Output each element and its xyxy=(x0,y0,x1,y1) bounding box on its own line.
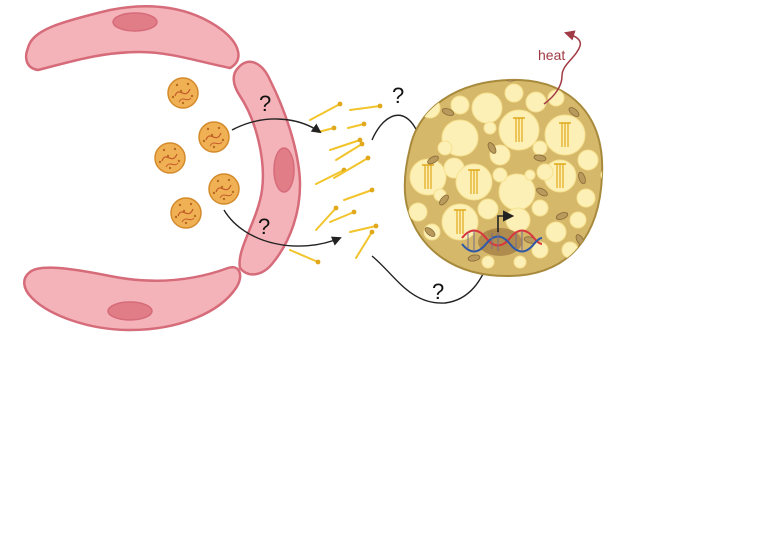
lipid-droplet xyxy=(513,255,527,269)
triglyceride-rich-lipoprotein-icon xyxy=(167,77,199,109)
dna-icon xyxy=(461,229,543,253)
lipid-droplet xyxy=(576,188,596,208)
endothelial-cell-top xyxy=(24,5,240,72)
mitochondrion-icon xyxy=(424,227,436,237)
mitochondria-group xyxy=(424,79,586,262)
lipid-droplet xyxy=(408,202,428,222)
fatty-acid-group xyxy=(289,101,383,265)
fatty-acid-icon xyxy=(335,141,365,161)
question-mark: ? xyxy=(432,279,444,304)
nucleus xyxy=(273,147,295,193)
question-mark: ? xyxy=(392,83,404,108)
mitochondrion-icon xyxy=(441,108,455,116)
mitochondrion-icon xyxy=(439,194,449,206)
mitochondrion-icon xyxy=(505,79,519,82)
transcription-start-arrow xyxy=(497,210,515,232)
fatty-acid-icon xyxy=(329,137,363,151)
triglyceride-rich-lipoprotein-icon xyxy=(170,197,202,229)
triglyceride-rich-lipoprotein-icon xyxy=(208,173,240,205)
heat-label: heat xyxy=(538,47,565,63)
heat-arrow-icon xyxy=(543,30,582,105)
lipid-structure-marking xyxy=(513,117,525,142)
lipid-droplet xyxy=(531,241,549,259)
lipid-droplet xyxy=(471,92,503,124)
lipid-droplet xyxy=(504,83,524,103)
fatty-acid-icon xyxy=(349,223,379,233)
lipid-droplet xyxy=(505,207,531,233)
endothelial-cell-right xyxy=(232,60,302,276)
lipid-droplet xyxy=(531,199,549,217)
lipid-structure-marking xyxy=(468,169,480,194)
lipid-droplet xyxy=(481,255,495,269)
lipid-droplet xyxy=(600,169,603,181)
lipid-droplet xyxy=(577,149,599,171)
lipid-droplet xyxy=(536,163,554,181)
question-mark: ? xyxy=(258,214,270,239)
lipid-droplet xyxy=(492,167,508,183)
lipid-droplet xyxy=(437,140,453,156)
arrow-vesicle-to-fatty-acids-lower xyxy=(223,209,342,247)
mitochondrion-icon xyxy=(578,171,586,185)
mitochondrion-icon xyxy=(467,254,481,262)
lipid-droplet xyxy=(450,95,470,115)
mitochondrion-icon xyxy=(568,107,580,117)
nucleus xyxy=(112,12,158,32)
lipid-structure-marking xyxy=(554,163,566,188)
lipid-droplet xyxy=(524,169,536,181)
endothelial-cell-bottom xyxy=(23,265,242,332)
arrow-fatty-acids-to-nucleus xyxy=(371,255,492,304)
lipid-droplet xyxy=(532,140,548,156)
arrow-vesicle-to-fatty-acids xyxy=(231,118,322,134)
question-mark: ? xyxy=(259,91,271,116)
lipid-droplet xyxy=(483,121,497,135)
mitochondrion-icon xyxy=(487,142,497,154)
fatty-acid-icon xyxy=(347,121,367,129)
lipid-droplet-group xyxy=(408,83,603,269)
lipid-droplet xyxy=(419,97,441,119)
fatty-acid-icon xyxy=(315,167,347,185)
mitochondrion-icon xyxy=(427,155,439,165)
triglyceride-rich-lipoprotein-icon xyxy=(154,142,186,174)
fatty-acid-icon xyxy=(289,249,321,265)
mitochondrion-icon xyxy=(536,187,548,197)
triglyceride-rich-lipoprotein-icon xyxy=(198,121,230,153)
fatty-acid-icon xyxy=(333,155,371,179)
nucleus xyxy=(107,301,153,321)
lipid-droplet xyxy=(525,91,547,113)
fatty-acid-icon xyxy=(343,187,375,201)
lipid-structure-marking xyxy=(454,209,466,234)
lipoprotein-group xyxy=(154,77,240,229)
lipid-structure-marking xyxy=(559,122,571,147)
lipid-droplet xyxy=(477,198,499,220)
adipocyte xyxy=(403,78,604,278)
fatty-acid-icon xyxy=(329,209,357,223)
fatty-acid-icon xyxy=(317,125,337,133)
fatty-acid-icon xyxy=(349,103,383,111)
fatty-acid-icon xyxy=(309,101,343,121)
lipid-droplet xyxy=(569,211,587,229)
mitochondrion-icon xyxy=(555,212,569,220)
adipocyte-nucleus xyxy=(478,228,522,256)
mitochondrion-icon xyxy=(533,154,547,162)
fatty-acid-icon xyxy=(315,205,339,231)
fatty-acid-icon xyxy=(355,229,375,259)
lipid-droplet xyxy=(545,221,567,243)
lipid-droplet xyxy=(547,89,565,107)
lipid-structure-marking xyxy=(422,164,434,189)
